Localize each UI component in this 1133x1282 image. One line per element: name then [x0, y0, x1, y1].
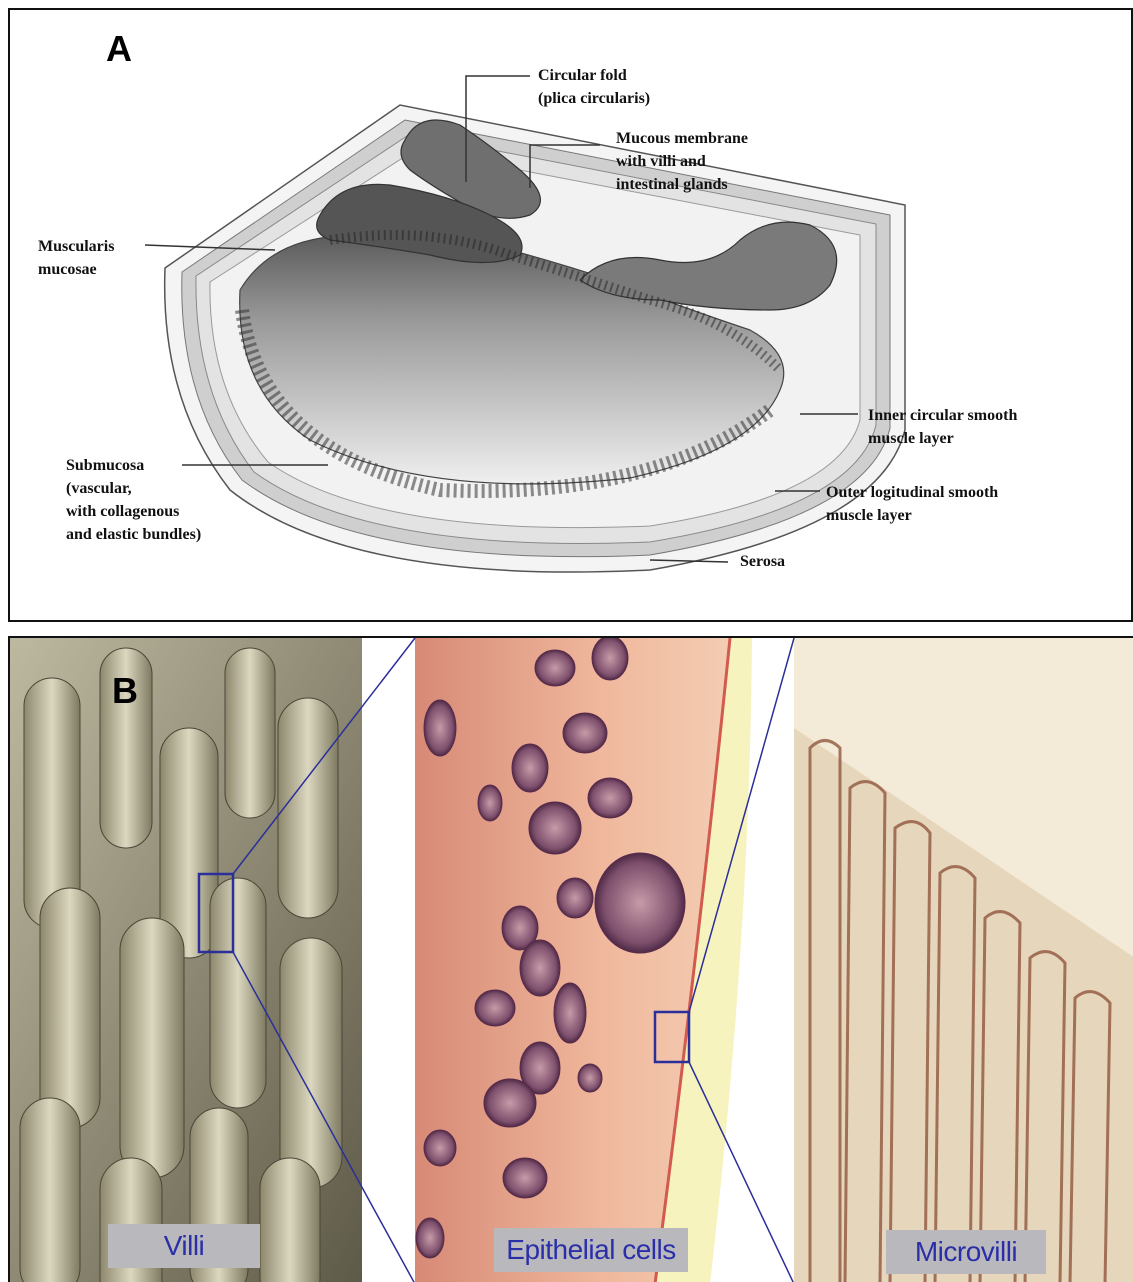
epithelial-micrograph [362, 638, 792, 1282]
panel-a-letter: A [106, 28, 132, 70]
label-inner-circular-muscle: Inner circular smooth muscle layer [868, 404, 1017, 450]
label-circular-fold: Circular fold (plica circularis) [538, 64, 650, 110]
micrograph-composite [10, 638, 1133, 1282]
label-outer-longitudinal-muscle: Outer logitudinal smooth muscle layer [826, 481, 998, 527]
panel-b-micrographs: B Villi Epithelial cells Microvilli [8, 636, 1133, 1282]
label-muscularis-mucosae: Muscularis mucosae [38, 235, 114, 281]
label-mucous-membrane: Mucous membrane with villi and intestina… [616, 127, 748, 196]
panel-a-diagram: A Circular fold (plica circularis) Mucou… [8, 8, 1133, 622]
microvilli-micrograph [794, 638, 1133, 1282]
label-epithelial-cells: Epithelial cells [494, 1228, 688, 1272]
label-microvilli: Microvilli [886, 1230, 1046, 1274]
label-submucosa: Submucosa (vascular, with collagenous an… [66, 454, 201, 546]
label-villi: Villi [108, 1224, 260, 1268]
villi-micrograph [10, 638, 362, 1282]
panel-b-letter: B [112, 670, 138, 712]
label-serosa: Serosa [740, 550, 785, 573]
